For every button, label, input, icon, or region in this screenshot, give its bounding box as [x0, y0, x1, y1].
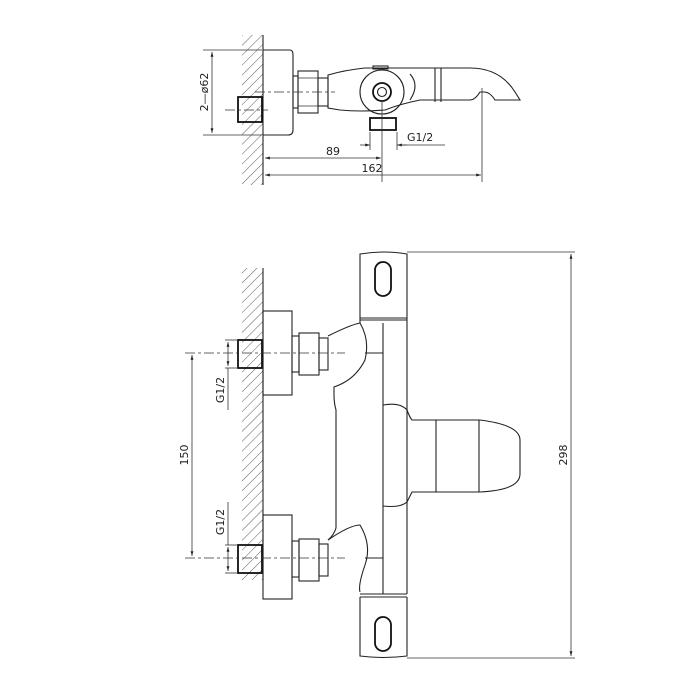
dim-overall-projection: 162 [362, 162, 383, 175]
upper-inlet-assembly [185, 310, 345, 396]
spout [382, 403, 521, 508]
thermostat-body [359, 251, 408, 659]
inlet-stub-top [237, 96, 263, 123]
dim-inlet-offset: 89 [326, 145, 340, 158]
outlet-nut-top [369, 117, 397, 131]
upper-slot-icon [374, 261, 392, 297]
dim-inlet-spacing: 150 [178, 445, 191, 466]
dim-upper-inlet-thread: G1/2 [214, 377, 227, 403]
upper-elbow [327, 322, 368, 541]
dim-overall-height: 298 [557, 445, 570, 466]
lower-elbow [327, 524, 369, 593]
wall-flange-top [263, 49, 294, 136]
front-view: 150 G1/2 G1/2 298 [178, 251, 575, 659]
top-view: 2—ø62 G1/2 89 162 [198, 35, 521, 185]
dim-lower-inlet-thread: G1/2 [214, 509, 227, 535]
dim-outlet-thread: G1/2 [407, 131, 433, 144]
wall-section-front [242, 268, 264, 580]
mixer-body-top [327, 67, 521, 112]
lower-slot-icon [374, 616, 392, 652]
dim-flange-diameter: 2—ø62 [198, 73, 211, 112]
lower-inlet-assembly [185, 514, 345, 600]
